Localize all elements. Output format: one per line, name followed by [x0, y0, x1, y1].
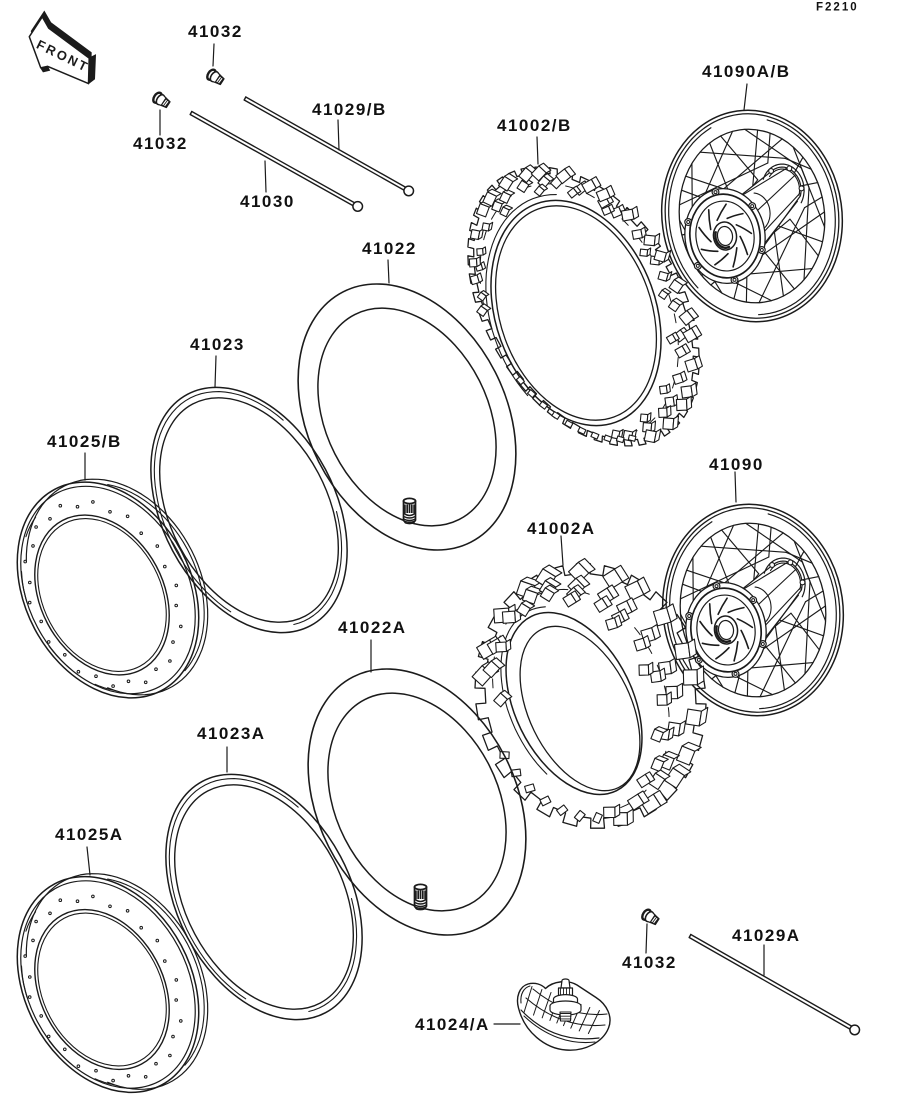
- svg-text:41002/B: 41002/B: [497, 116, 572, 135]
- svg-text:41024/A: 41024/A: [415, 1015, 490, 1034]
- svg-text:41032: 41032: [133, 134, 188, 153]
- svg-text:41030: 41030: [240, 192, 295, 211]
- svg-text:41032: 41032: [188, 22, 243, 41]
- svg-text:41022A: 41022A: [338, 618, 407, 637]
- svg-text:41025/B: 41025/B: [47, 432, 122, 451]
- svg-text:41023A: 41023A: [197, 724, 266, 743]
- svg-text:F2210: F2210: [816, 2, 859, 14]
- svg-text:41090: 41090: [709, 455, 764, 474]
- svg-text:41032: 41032: [622, 953, 677, 972]
- svg-text:41002A: 41002A: [527, 519, 596, 538]
- svg-text:41023: 41023: [190, 335, 245, 354]
- svg-text:41029/B: 41029/B: [312, 100, 387, 119]
- svg-text:41029A: 41029A: [732, 926, 801, 945]
- svg-text:41025A: 41025A: [55, 825, 124, 844]
- svg-text:41090A/B: 41090A/B: [702, 62, 791, 81]
- svg-text:41022: 41022: [362, 239, 417, 258]
